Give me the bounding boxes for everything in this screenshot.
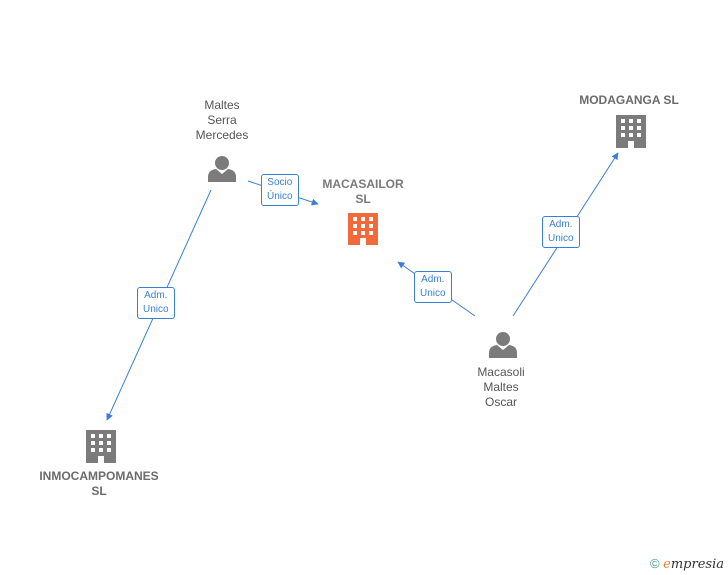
edge-label-adm-unico: Adm. Unico (137, 287, 175, 319)
person-icon[interactable] (208, 156, 236, 182)
brand-logo-e: e (663, 557, 671, 572)
brand-footer: © empresia (650, 556, 724, 572)
building-icon[interactable] (86, 430, 116, 463)
person-label-macasoli[interactable]: Macasoli Maltes Oscar (477, 365, 525, 409)
building-icon[interactable] (348, 213, 378, 245)
person-label-maltes[interactable]: Maltes Serra Mercedes (195, 98, 249, 142)
edge-label-socio-unico: Socio Único (261, 174, 299, 206)
copyright-icon: © (649, 556, 660, 571)
person-icon[interactable] (489, 332, 517, 358)
edge-label-adm-unico: Adm. Unico (414, 271, 452, 303)
company-label-macasailor[interactable]: MACASAILOR SL (322, 177, 404, 206)
edge-label-adm-unico: Adm. Unico (542, 216, 580, 248)
company-label-inmocampomanes[interactable]: INMOCAMPOMANES SL (39, 469, 159, 498)
brand-name: mpresia (670, 557, 724, 572)
company-label-modaganga[interactable]: MODAGANGA SL (579, 93, 679, 107)
building-icon[interactable] (616, 115, 646, 148)
